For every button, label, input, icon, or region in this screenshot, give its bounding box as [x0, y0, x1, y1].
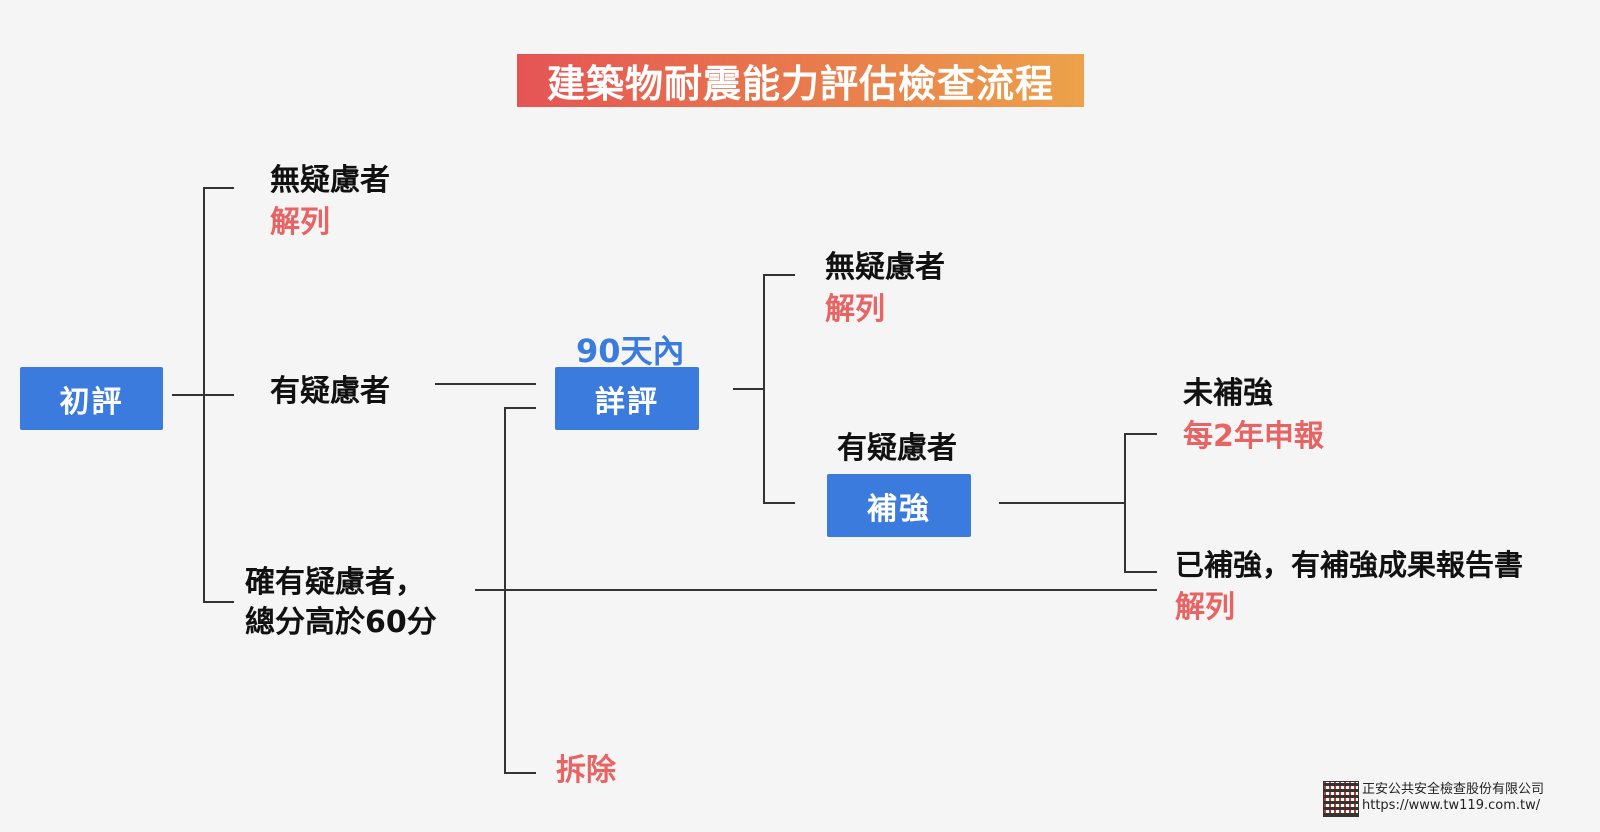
initial-confirmed-line1: 確有疑慮者，: [245, 565, 425, 600]
initial-no-concern-label: 無疑慮者: [270, 163, 390, 198]
initial-confirmed-line2: 總分高於60分: [245, 605, 437, 640]
footer-company: 正安公共安全檢查股份有限公司: [1362, 782, 1545, 797]
page-title: 建築物耐震能力評估檢查流程: [517, 54, 1084, 107]
reinforce-box: 補強: [827, 474, 971, 537]
demolish-result: 拆除: [556, 753, 616, 788]
not-reinforced-result: 每2年申報: [1183, 419, 1324, 454]
initial-assessment-box: 初評: [20, 367, 163, 430]
detailed-has-concern-label: 有疑慮者: [837, 431, 957, 466]
not-reinforced-label: 未補強: [1183, 376, 1273, 411]
initial-has-concern-label: 有疑慮者: [270, 374, 390, 409]
qr-code-icon: [1323, 781, 1359, 817]
initial-no-concern-result: 解列: [270, 205, 330, 240]
detailed-no-concern-result: 解列: [825, 292, 885, 327]
within-90-days-label: 90天內: [576, 332, 685, 370]
detailed-no-concern-label: 無疑慮者: [825, 250, 945, 285]
reinforced-label: 已補強，有補強成果報告書: [1175, 548, 1524, 582]
detailed-assessment-box: 詳評: [555, 367, 699, 430]
reinforced-result: 解列: [1175, 590, 1235, 625]
footer-url[interactable]: https://www.tw119.com.tw/: [1362, 798, 1541, 813]
